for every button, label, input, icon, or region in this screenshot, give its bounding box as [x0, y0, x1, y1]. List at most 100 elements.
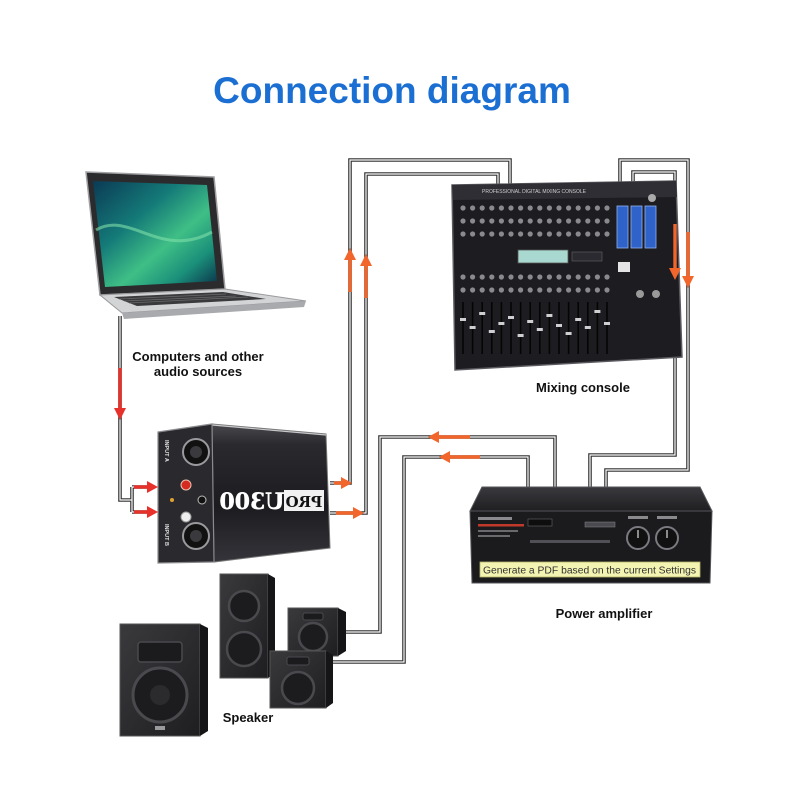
- laptop: [85, 171, 307, 319]
- mixer-knob: [585, 287, 591, 293]
- mixer-knob: [604, 218, 610, 224]
- amp-info-text: [478, 535, 510, 537]
- signal-arrows: [114, 224, 694, 519]
- device-logo: PRO U300: [219, 489, 324, 515]
- mixer-knob: [518, 231, 524, 237]
- mixer-knob: [546, 231, 553, 237]
- mixer-knob: [546, 218, 553, 224]
- mixer-knob: [594, 274, 601, 280]
- mixer-knob: [470, 205, 476, 211]
- mixer-knob: [556, 287, 562, 293]
- mixer-knob: [498, 287, 504, 293]
- arrow-up-icon: [344, 248, 356, 260]
- pro-u300-interface: PRO U300 INPUT A INPUT B: [157, 423, 331, 564]
- mixer-knob: [594, 231, 601, 237]
- arrow-down-icon: [682, 276, 694, 288]
- mixer-fader-cap: [469, 326, 476, 329]
- arrow-right-icon: [341, 477, 352, 489]
- mixer-knob: [470, 274, 476, 280]
- arrow-right-icon: [147, 481, 158, 493]
- computer-label-line2: audio sources: [154, 364, 242, 379]
- mixer-fader-cap: [536, 328, 543, 331]
- speaker-horn: [137, 641, 183, 663]
- mixer-knob: [527, 231, 533, 237]
- amp-info-text: [478, 530, 518, 532]
- mixer-master-knob: [648, 194, 656, 202]
- mixer-knob: [460, 218, 466, 224]
- arrow-right-icon: [353, 507, 364, 519]
- laptop-base-edge: [122, 301, 306, 319]
- laptop-keyboard: [114, 292, 266, 306]
- cable-laptop-to-interface: [118, 316, 150, 514]
- mixer-knob: [604, 205, 610, 211]
- mixer-knob: [594, 287, 601, 293]
- mixer-knob: [604, 274, 610, 280]
- mixer-knob: [479, 231, 485, 237]
- arrow-left-icon: [439, 451, 450, 463]
- speaker-side: [200, 624, 208, 736]
- mixer-knob: [575, 274, 581, 280]
- mixer-knob: [537, 205, 543, 211]
- mixer-knob: [527, 287, 533, 293]
- mixer-master-knob: [652, 290, 660, 298]
- mixer-knob: [546, 287, 553, 293]
- mixer-knob: [489, 287, 495, 293]
- mixing-console: PROFESSIONAL DIGITAL MIXING CONSOLE: [451, 180, 683, 371]
- mixer-meter-panels: [616, 194, 660, 298]
- mixer-knob: [546, 205, 553, 211]
- mixer-fader-cap: [488, 330, 495, 333]
- cable-core: [346, 436, 556, 633]
- mixer-knob: [585, 218, 591, 224]
- mixer-fader-cap: [479, 312, 486, 315]
- mixer-knob: [566, 218, 572, 224]
- pdf-tooltip: Generate a PDF based on the current Sett…: [479, 561, 701, 578]
- mixer-knob: [575, 287, 581, 293]
- status-led: [170, 498, 174, 502]
- mixer-knob: [594, 218, 601, 224]
- mixer-knob: [518, 218, 524, 224]
- mixer-fader-cap: [517, 334, 524, 337]
- mixer-knob: [575, 218, 581, 224]
- mixer-fader-cap: [546, 314, 553, 317]
- speaker-side: [338, 608, 346, 656]
- device-top-edge: [211, 424, 327, 436]
- speakers: [119, 573, 346, 737]
- amp-display: [527, 518, 553, 527]
- mixer-fader-cap: [575, 318, 582, 321]
- amp-top: [469, 486, 713, 512]
- cable-core: [333, 456, 529, 663]
- pdf-tooltip-text: Generate a PDF based on the current Sett…: [483, 566, 696, 577]
- speaker-tall: [219, 573, 275, 679]
- arrow-down-icon: [669, 268, 681, 280]
- mixer-knob: [460, 231, 466, 237]
- cable-core: [119, 316, 150, 513]
- speaker-side: [326, 651, 333, 708]
- mixer-knob: [508, 274, 514, 280]
- mixer-knob: [489, 218, 495, 224]
- laptop-wallpaper-wave: [95, 223, 213, 243]
- mixer-knobs: [460, 205, 610, 293]
- mixer-button-block: [618, 262, 630, 272]
- mixer-faders: [460, 302, 610, 354]
- amp-level-leds: [584, 521, 616, 528]
- rca-jack-red: [180, 479, 192, 491]
- mixer-knob: [460, 274, 466, 280]
- mixer-knob: [479, 287, 485, 293]
- speaker-large: [119, 623, 208, 737]
- cable-core: [605, 159, 689, 489]
- mixer-knob: [566, 274, 572, 280]
- arrow-left-icon: [428, 431, 439, 443]
- xlr-jack-b-core: [190, 530, 202, 542]
- mixer-knob: [556, 205, 562, 211]
- xlr-jack-a-core: [190, 446, 202, 458]
- speaker-label: Speaker: [223, 710, 274, 725]
- mixer-fader-cap: [594, 310, 601, 313]
- mixer-knob: [566, 205, 572, 211]
- laptop-screen: [93, 181, 217, 287]
- mixer-knob: [508, 231, 514, 237]
- mixer-knob: [585, 205, 591, 211]
- amp-button-row: [530, 540, 610, 543]
- device-input-b-label: INPUT B: [163, 524, 169, 546]
- diagram-title: Connection diagram: [213, 70, 571, 111]
